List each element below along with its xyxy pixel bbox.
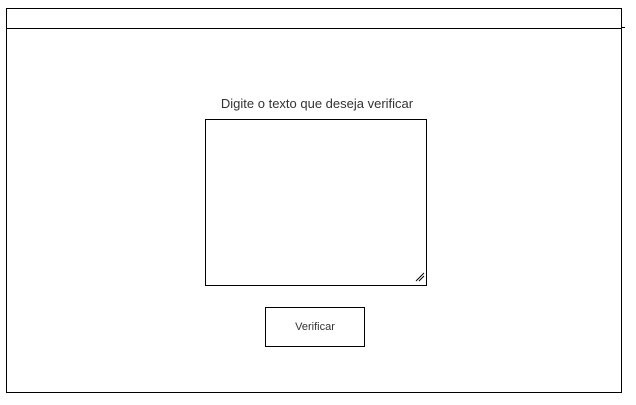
verify-button[interactable]: Verificar (265, 307, 365, 347)
resize-grip-icon[interactable] (415, 272, 425, 282)
prompt-label: Digite o texto que deseja verificar (220, 96, 414, 111)
header-bar (7, 9, 621, 29)
app-window: Digite o texto que deseja verificar Veri… (6, 8, 622, 393)
header-divider-extension (622, 27, 625, 28)
text-input-area[interactable] (205, 119, 427, 286)
